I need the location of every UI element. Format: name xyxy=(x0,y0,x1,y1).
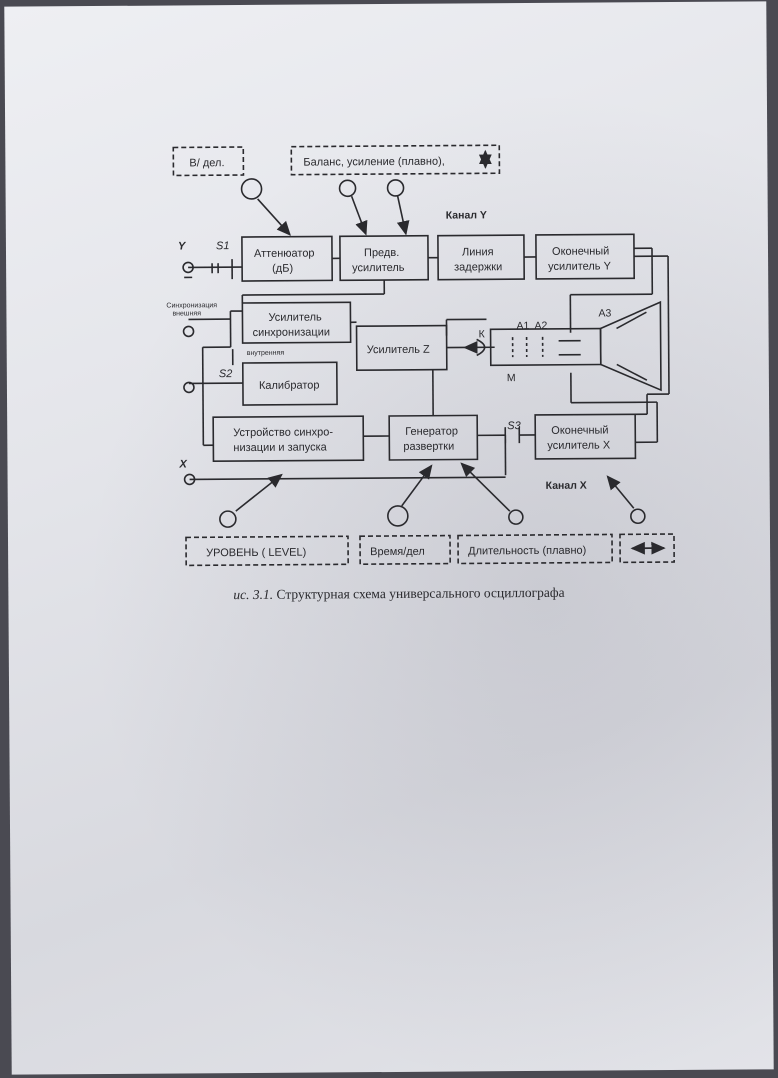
figure-number: ис. 3.1. xyxy=(233,586,274,603)
sweep-gen-label-2: развертки xyxy=(403,441,454,453)
duration-knob xyxy=(508,509,524,525)
sync-amp-label-2: синхронизации xyxy=(253,326,331,339)
preamp-label-2: усилитель xyxy=(352,262,405,274)
balance-gain-label: Баланс, усиление (плавно), xyxy=(303,156,445,169)
balance-knob xyxy=(338,179,357,198)
calibrator-label: Калибратор xyxy=(259,379,320,391)
position-x-control-box xyxy=(619,533,675,564)
crt-a1-label: А1 xyxy=(516,320,529,332)
oscilloscope-block-diagram: В/ дел. Баланс, усиление (плавно), УРОВЕ… xyxy=(166,144,675,567)
input-y-label: Y xyxy=(178,240,187,252)
gain-knob xyxy=(386,179,405,197)
channel-y-label: Канал Y xyxy=(446,209,487,221)
switch-s2-label: S2 xyxy=(219,368,233,380)
sync-trigger-label-2: низации и запуска xyxy=(233,441,327,454)
time-div-label: Время/дел xyxy=(370,546,425,558)
level-label: УРОВЕНЬ ( LEVEL) xyxy=(206,547,306,560)
delay-label-1: Линия xyxy=(462,246,494,258)
final-x-label-1: Оконечный xyxy=(551,424,608,436)
final-amp-x-block xyxy=(534,413,637,460)
crt-a2-label: А2 xyxy=(534,320,547,332)
switch-s1-label: S1 xyxy=(216,240,230,252)
input-y-terminal xyxy=(182,261,194,274)
amp-z-label: Усилитель Z xyxy=(367,344,430,356)
figure-title: Структурная схема универсального осцилло… xyxy=(276,584,565,602)
level-knob xyxy=(219,510,237,528)
sync-amp-label-1: Усилитель xyxy=(268,311,322,323)
volts-div-knob xyxy=(240,178,263,200)
figure-caption: ис. 3.1. Структурная схема универсальног… xyxy=(233,584,653,603)
final-x-label-2: усилитель X xyxy=(547,439,611,451)
s2-terminal xyxy=(183,381,195,394)
paper-sheet: В/ дел. Баланс, усиление (плавно), УРОВЕ… xyxy=(4,1,774,1075)
duration-label: Длительность (плавно) xyxy=(468,545,586,558)
duration-control-box xyxy=(457,533,613,565)
delay-label-2: задержки xyxy=(454,261,502,273)
final-y-label-1: Оконечный xyxy=(552,245,609,257)
sweep-gen-label-1: Генератор xyxy=(405,426,458,438)
volts-div-control-box xyxy=(172,146,245,177)
volts-div-label: В/ дел. xyxy=(189,157,224,169)
preamp-label-1: Предв. xyxy=(364,247,399,259)
calibrator-block xyxy=(241,361,338,406)
balance-gain-control-box xyxy=(290,144,501,176)
time-div-control-box xyxy=(359,534,451,566)
sync-external-label-1: Синхронизация xyxy=(166,302,217,309)
crt-m-label: М xyxy=(507,372,516,384)
sync-trigger-label-1: Устройство синхро- xyxy=(233,426,333,439)
attenuator-label-2: (дБ) xyxy=(272,263,293,275)
sync-internal-label: внутренняя xyxy=(247,350,285,357)
crt-tube xyxy=(476,300,662,392)
crt-k-label: К xyxy=(479,328,486,340)
crt-a3-label: А3 xyxy=(598,307,611,319)
input-x-label: X xyxy=(178,458,187,470)
sync-ext-terminal xyxy=(182,325,195,338)
final-y-label-2: усилитель Y xyxy=(548,260,612,272)
attenuator-label-1: Аттенюатор xyxy=(254,248,315,260)
sync-external-label-2: внешняя xyxy=(172,310,201,317)
position-x-knob xyxy=(630,508,646,525)
switch-s3-label: S3 xyxy=(507,420,521,432)
input-x-terminal xyxy=(183,473,196,486)
time-div-knob xyxy=(387,505,409,527)
level-control-box xyxy=(185,535,349,567)
channel-x-label: Канал X xyxy=(546,480,587,492)
sync-trigger-block xyxy=(212,415,365,463)
